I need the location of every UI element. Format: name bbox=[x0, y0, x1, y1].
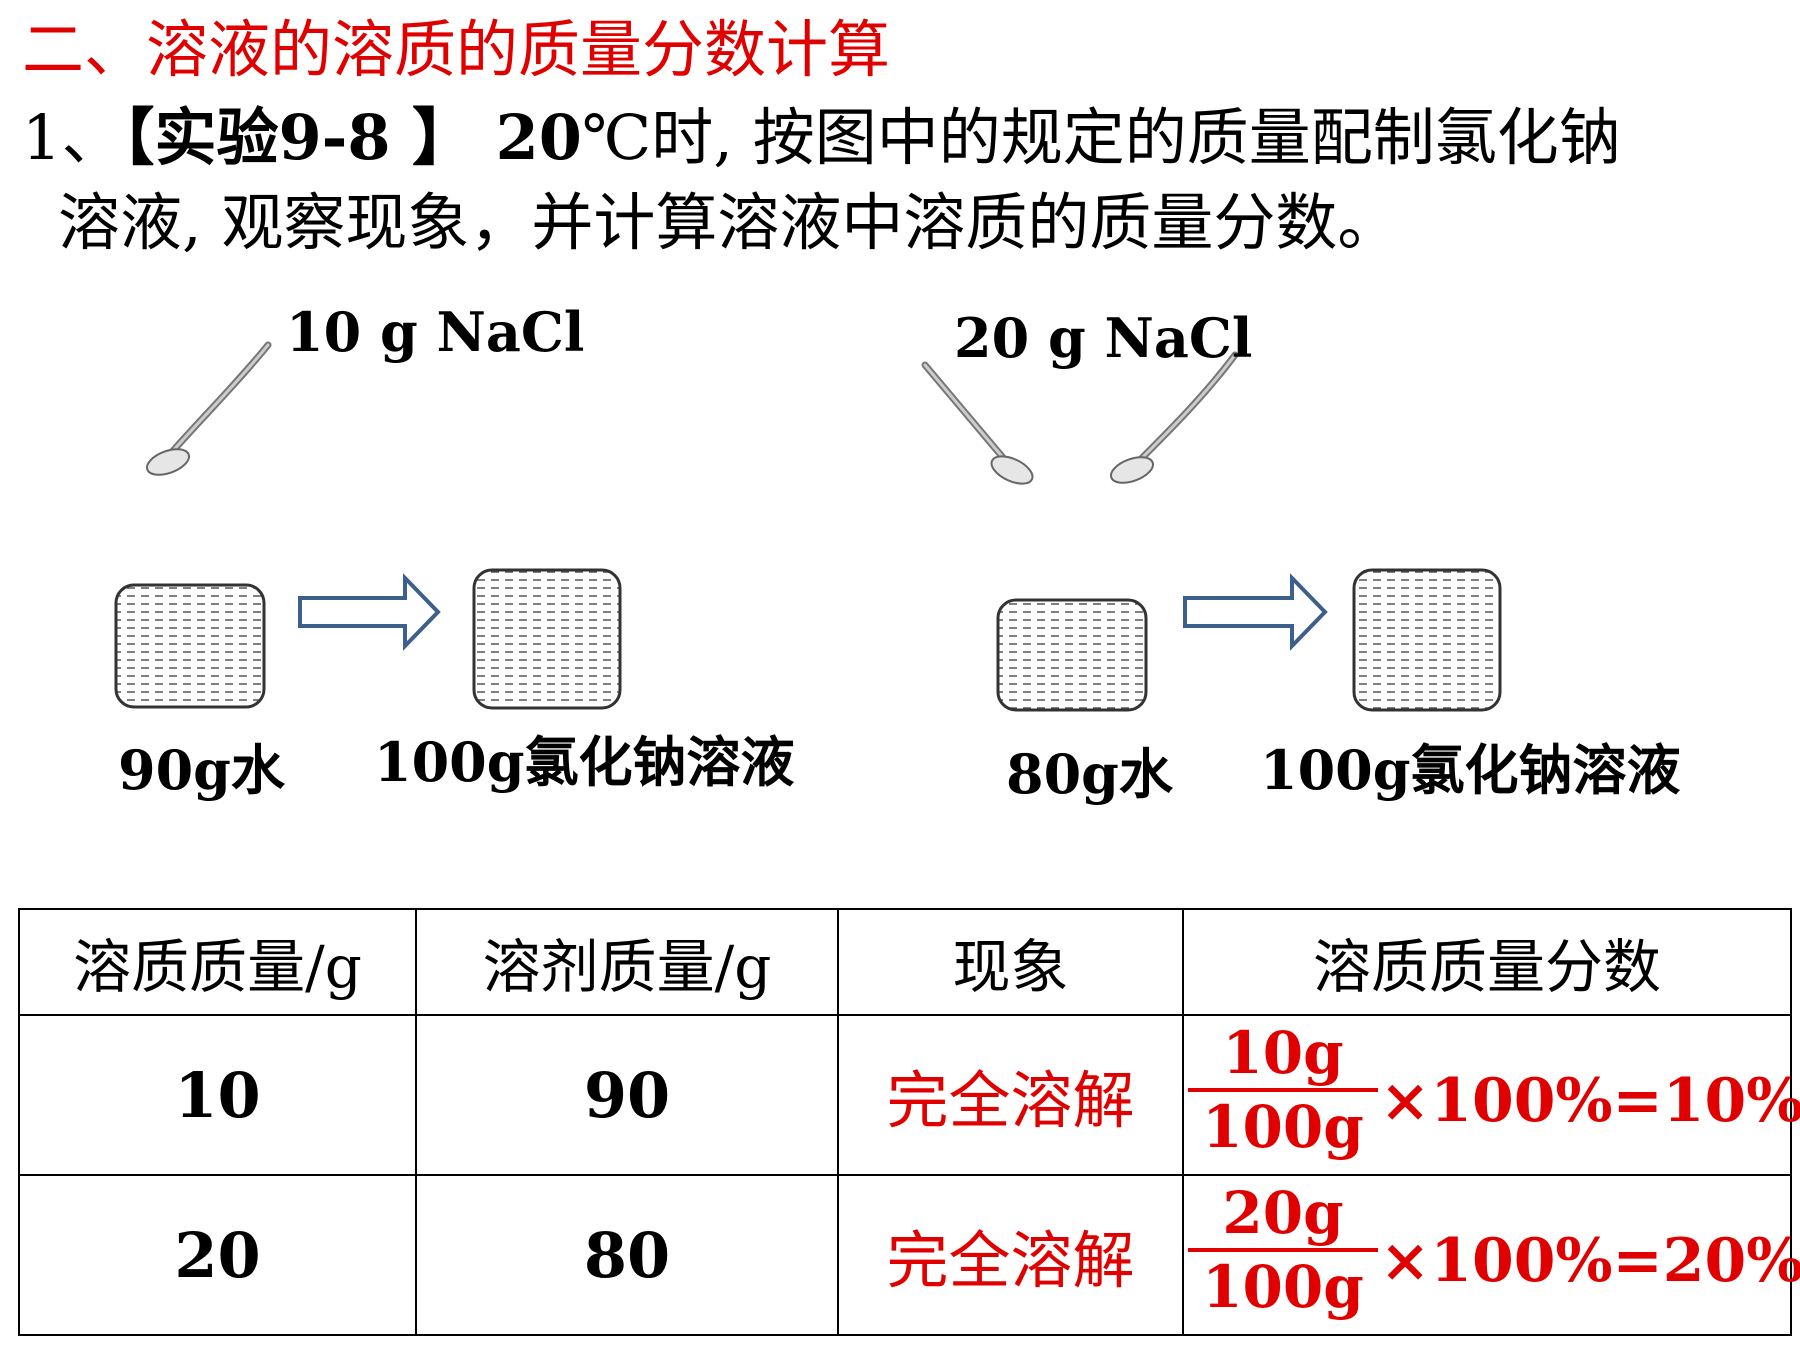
experiment-figure bbox=[114, 341, 1502, 712]
spoon-icon bbox=[145, 341, 272, 476]
header-solute-mass: 溶质质量/g bbox=[18, 908, 417, 1016]
spoon-icon bbox=[1109, 351, 1239, 484]
cell-solute: 20 bbox=[18, 1174, 417, 1336]
beaker-icon bbox=[472, 568, 622, 710]
cell-mass-fraction: 20g 100g ×100%=20% bbox=[1182, 1174, 1800, 1336]
intro-line-1: 1、【实验9-8 】 20℃时, 按图中的规定的质量配制氯化钠 bbox=[22, 98, 1621, 178]
arrow-right-icon bbox=[1183, 573, 1328, 651]
fraction-numerator: 10g bbox=[1222, 1019, 1344, 1087]
fraction-denominator: 100g bbox=[1202, 1253, 1364, 1321]
water-label-right: 80g水 bbox=[1006, 742, 1173, 806]
solute-label-right: 20 g NaCl bbox=[954, 306, 1253, 370]
spoon-icon bbox=[921, 361, 1034, 485]
table-row: 10 90 完全溶解 10g 100g ×100%=10% bbox=[18, 1014, 1800, 1176]
cell-solute: 10 bbox=[18, 1014, 417, 1176]
intro-number: 1、 bbox=[22, 101, 124, 174]
fraction-numerator: 20g bbox=[1222, 1179, 1344, 1247]
header-mass-fraction: 溶质质量分数 bbox=[1182, 908, 1792, 1016]
beaker-icon bbox=[996, 598, 1148, 712]
solution-label-left: 100g氯化钠溶液 bbox=[374, 730, 795, 794]
slide-heading: 二、溶液的溶质的质量分数计算 bbox=[22, 13, 891, 86]
arrow-right-icon bbox=[298, 573, 441, 651]
results-table: 溶质质量/g 溶剂质量/g 现象 溶质质量分数 10 90 完全溶解 10g 1… bbox=[18, 908, 1800, 1336]
fraction-result: ×100%=20% bbox=[1380, 1226, 1800, 1296]
cell-phenomenon: 完全溶解 bbox=[837, 1174, 1184, 1336]
fraction-bar bbox=[1188, 1248, 1378, 1252]
solution-label-right: 100g氯化钠溶液 bbox=[1260, 738, 1681, 802]
table-header-row: 溶质质量/g 溶剂质量/g 现象 溶质质量分数 bbox=[18, 908, 1792, 1016]
cell-mass-fraction: 10g 100g ×100%=10% bbox=[1182, 1014, 1800, 1176]
fraction: 10g 100g bbox=[1188, 1020, 1378, 1160]
header-solvent-mass: 溶剂质量/g bbox=[415, 908, 839, 1016]
fraction-result: ×100%=10% bbox=[1380, 1066, 1800, 1136]
cell-solvent: 90 bbox=[415, 1014, 839, 1176]
beaker-icon bbox=[1352, 568, 1502, 712]
header-phenomenon: 现象 bbox=[837, 908, 1184, 1016]
cell-phenomenon: 完全溶解 bbox=[837, 1014, 1184, 1176]
fraction: 20g 100g bbox=[1188, 1180, 1378, 1320]
solute-label-left: 10 g NaCl bbox=[286, 300, 585, 364]
cell-solvent: 80 bbox=[415, 1174, 839, 1336]
table-row: 20 80 完全溶解 20g 100g ×100%=20% bbox=[18, 1174, 1800, 1336]
intro-experiment-ref: 【实验9-8 】 20 bbox=[123, 101, 582, 174]
intro-line-2: 溶液, 观察现象，并计算溶液中溶质的质量分数。 bbox=[58, 186, 1400, 259]
intro-instruction: ℃时, 按图中的规定的质量配制氯化钠 bbox=[581, 101, 1621, 174]
beaker-icon bbox=[114, 583, 266, 709]
fraction-bar bbox=[1188, 1088, 1378, 1092]
water-label-left: 90g水 bbox=[118, 738, 285, 802]
fraction-denominator: 100g bbox=[1202, 1093, 1364, 1161]
